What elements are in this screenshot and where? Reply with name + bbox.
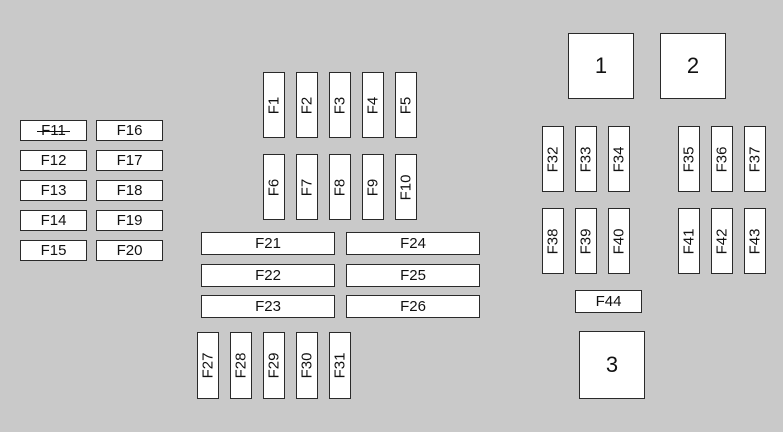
- fuse-f38: F38: [542, 208, 564, 274]
- fuse-f40: F40: [608, 208, 630, 274]
- fuse-f16: F16: [96, 120, 163, 141]
- fuse-f21: F21: [201, 232, 335, 255]
- fuse-f4: F4: [362, 72, 384, 138]
- fuse-f20: F20: [96, 240, 163, 261]
- fuse-f30: F30: [296, 332, 318, 399]
- fuse-f35: F35: [678, 126, 700, 192]
- fuse-f31: F31: [329, 332, 351, 399]
- fuse-f36: F36: [711, 126, 733, 192]
- fuse-f29: F29: [263, 332, 285, 399]
- fuse-f13: F13: [20, 180, 87, 201]
- fuse-f11: F11: [20, 120, 87, 141]
- fuse-f32: F32: [542, 126, 564, 192]
- fuse-f5: F5: [395, 72, 417, 138]
- fuse-f25: F25: [346, 264, 480, 287]
- fuse-f39: F39: [575, 208, 597, 274]
- fuse-f37: F37: [744, 126, 766, 192]
- fuse-f10: F10: [395, 154, 417, 220]
- fuse-f17: F17: [96, 150, 163, 171]
- fuse-f19: F19: [96, 210, 163, 231]
- fuse-f42: F42: [711, 208, 733, 274]
- fuse-f22: F22: [201, 264, 335, 287]
- fuse-f43: F43: [744, 208, 766, 274]
- fuse-f28: F28: [230, 332, 252, 399]
- relay-2: 2: [660, 33, 726, 99]
- fuse-f3: F3: [329, 72, 351, 138]
- fuse-f2: F2: [296, 72, 318, 138]
- fuse-f23: F23: [201, 295, 335, 318]
- fuse-f14: F14: [20, 210, 87, 231]
- relay-3: 3: [579, 331, 645, 399]
- fuse-f34: F34: [608, 126, 630, 192]
- fuse-f27: F27: [197, 332, 219, 399]
- fuse-f26: F26: [346, 295, 480, 318]
- fuse-f24: F24: [346, 232, 480, 255]
- fuse-f7: F7: [296, 154, 318, 220]
- fuse-f18: F18: [96, 180, 163, 201]
- fuse-f6: F6: [263, 154, 285, 220]
- fuse-f12: F12: [20, 150, 87, 171]
- fuse-f9: F9: [362, 154, 384, 220]
- fuse-f44: F44: [575, 290, 642, 313]
- relay-1: 1: [568, 33, 634, 99]
- fuse-f1: F1: [263, 72, 285, 138]
- fuse-f33: F33: [575, 126, 597, 192]
- fuse-f15: F15: [20, 240, 87, 261]
- fuse-f8: F8: [329, 154, 351, 220]
- fuse-f41: F41: [678, 208, 700, 274]
